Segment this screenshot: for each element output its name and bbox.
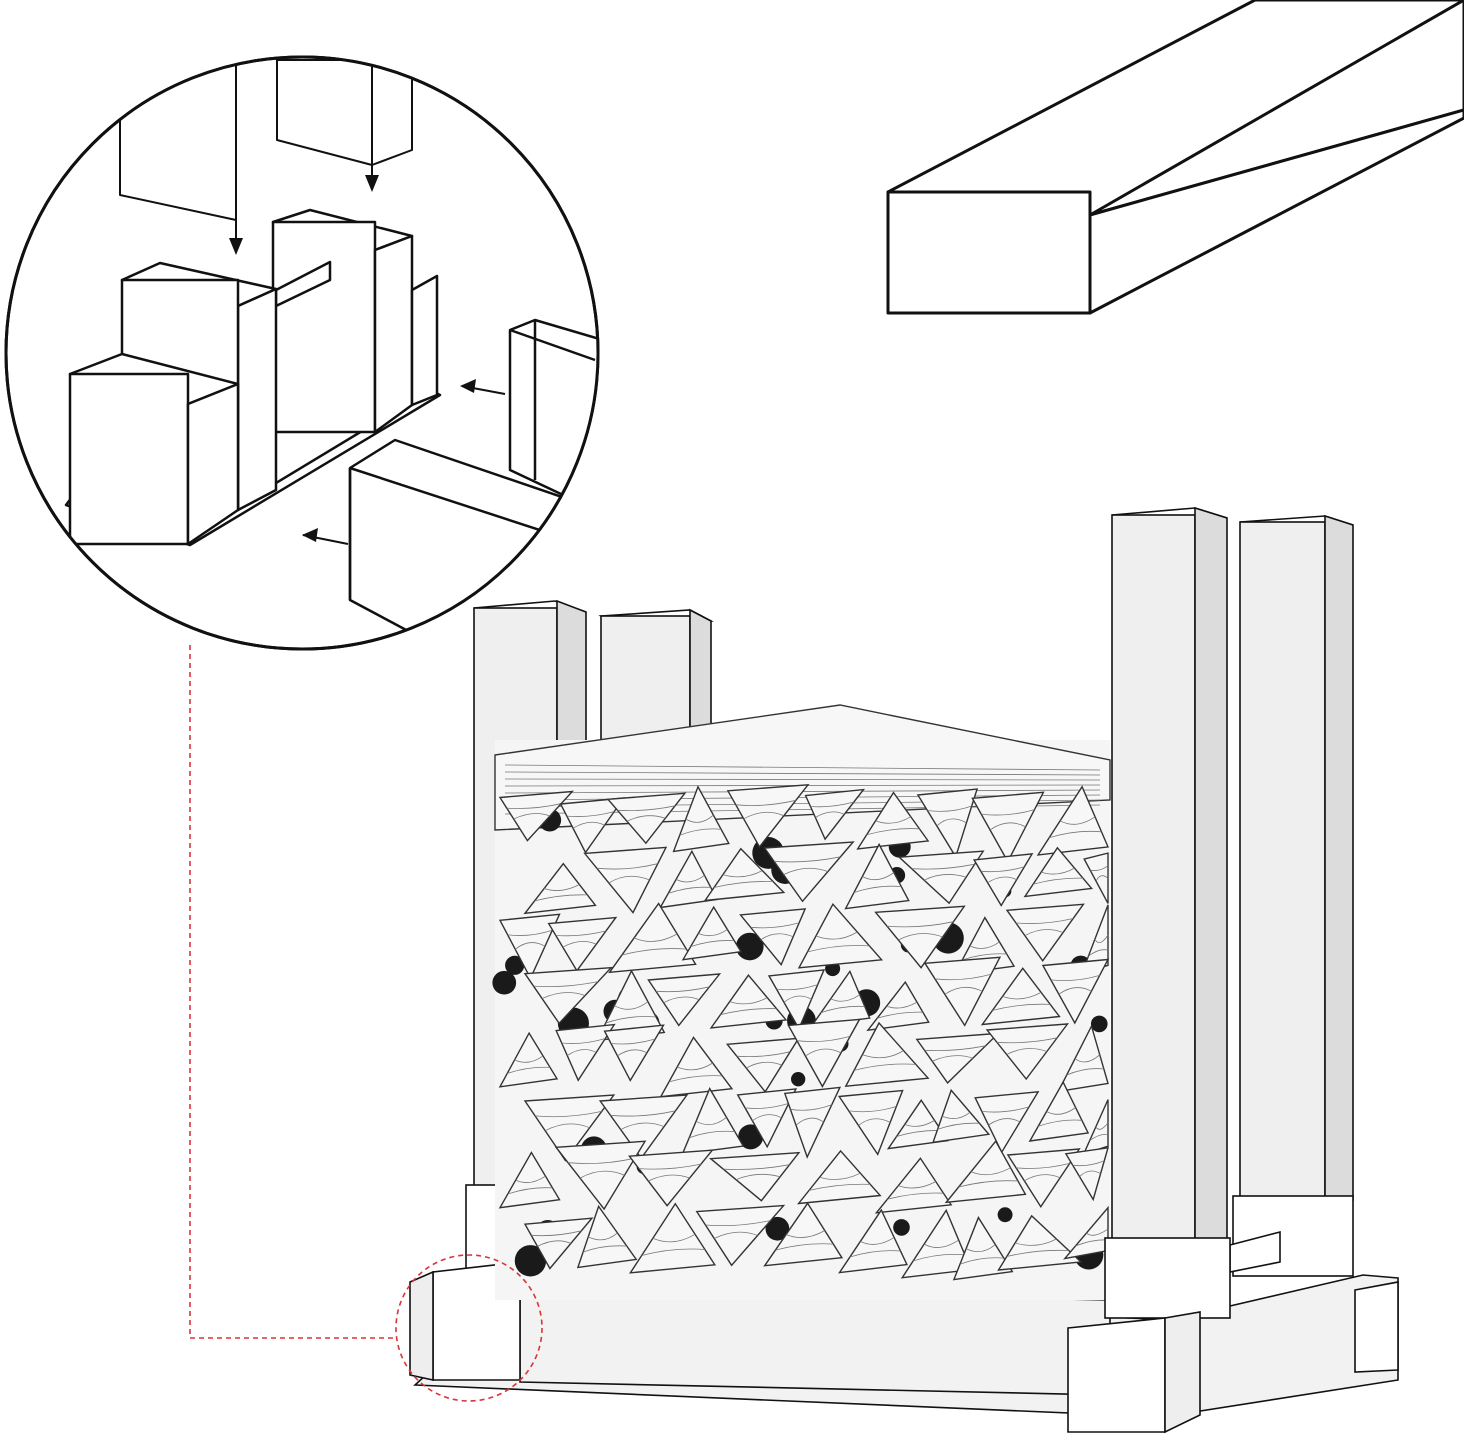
firewood-log-end: [952, 1216, 1014, 1281]
rack-front-rail: [519, 1287, 1111, 1396]
firewood-logs: [492, 704, 1111, 1281]
post-front-right: [1111, 514, 1196, 1246]
firewood-log-end: [944, 1139, 1027, 1204]
firewood-log-end: [554, 1140, 647, 1211]
post-back-right: [1239, 521, 1326, 1203]
firewood-stack: [492, 704, 1111, 1300]
firewood-log-end: [523, 1094, 616, 1162]
firewood-log-end: [900, 1208, 973, 1279]
firewood-log-end: [838, 1208, 908, 1274]
detail-leader: [189, 645, 543, 1402]
bracket-front-right: [1104, 1237, 1231, 1319]
firewood-log-end: [559, 797, 626, 854]
firewood-log-end: [971, 791, 1045, 864]
firewood-log-end: [726, 783, 810, 849]
leader-line: [189, 645, 396, 1339]
bracket-detail-callout: [4, 55, 600, 651]
callout-circle: [395, 1254, 543, 1402]
front-right-assembly: [1067, 506, 1231, 1434]
lumber-board: [886, 0, 1464, 315]
